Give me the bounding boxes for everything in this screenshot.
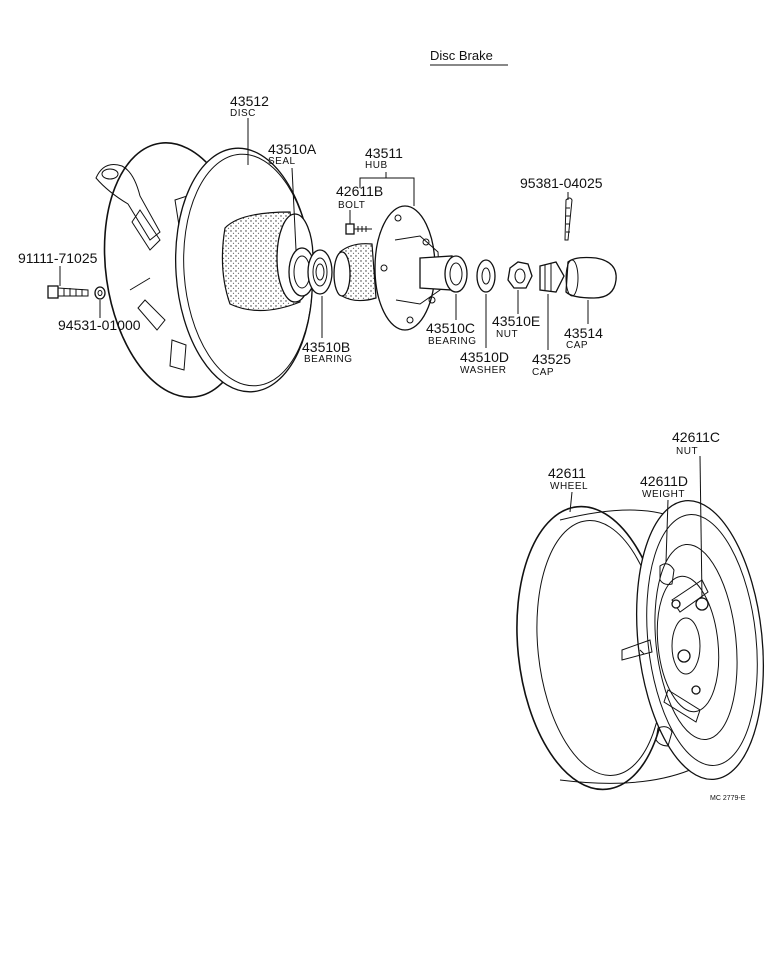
label-43514-number: 43514 xyxy=(564,325,603,341)
label-43510b-name: BEARING xyxy=(304,354,353,365)
label-42611d-number: 42611D xyxy=(640,473,688,489)
label-43510e-number: 43510E xyxy=(492,313,540,329)
bearing-43510b xyxy=(307,249,333,295)
label-42611-number: 42611 xyxy=(548,465,586,481)
label-43512-number: 43512 xyxy=(230,93,269,109)
bearing-43510c xyxy=(444,255,468,293)
bolt-42611b xyxy=(345,223,372,235)
label-43510a-name: SEAL xyxy=(268,156,296,167)
label-43514-name: CAP xyxy=(566,340,588,351)
reference-code: MC 2779-E xyxy=(710,795,746,802)
cotter-pin-95381 xyxy=(564,197,573,241)
washer-43510d xyxy=(476,259,496,293)
label-43510d-number: 43510D xyxy=(460,349,509,365)
label-42611b-name: BOLT xyxy=(338,200,365,211)
label-95381-number: 95381-04025 xyxy=(520,175,603,191)
label-43510a-number: 43510A xyxy=(268,141,317,157)
leader-42611 xyxy=(569,491,573,513)
label-43510c-number: 43510C xyxy=(426,320,475,336)
label-42611b-number: 42611B xyxy=(336,183,383,199)
diagram-title: Disc Brake xyxy=(430,48,493,63)
label-43525-number: 43525 xyxy=(532,351,571,367)
nut-43510e xyxy=(507,261,533,289)
label-94531-number: 94531-01000 xyxy=(58,317,141,333)
leader-42611d xyxy=(665,499,669,563)
leader-43510a xyxy=(291,167,297,251)
washer-94531 xyxy=(94,286,106,300)
hub-body xyxy=(333,243,377,302)
label-43512-name: DISC xyxy=(230,108,256,119)
steering-knuckle-arm xyxy=(95,164,161,241)
label-43511-name: HUB xyxy=(365,160,388,171)
label-43525-name: CAP xyxy=(532,367,554,378)
leader-42611c xyxy=(699,455,703,599)
leader-43511 xyxy=(359,177,415,206)
label-42611c-name: NUT xyxy=(676,446,698,457)
label-43510e-name: NUT xyxy=(496,329,518,340)
bolt-91111 xyxy=(47,285,89,299)
label-43510c-name: BEARING xyxy=(428,336,477,347)
label-42611d-name: WEIGHT xyxy=(642,489,685,500)
wheel-42611 xyxy=(516,499,765,791)
label-91111-number: 91111-71025 xyxy=(18,250,98,266)
label-43511-number: 43511 xyxy=(365,145,403,161)
lock-cap-43525 xyxy=(539,261,565,293)
label-43510d-name: WASHER xyxy=(460,365,507,376)
label-42611-name: WHEEL xyxy=(550,481,588,492)
grease-cap-43514 xyxy=(565,256,617,299)
label-42611c-number: 42611C xyxy=(672,429,720,445)
label-43510b-number: 43510B xyxy=(302,339,350,355)
